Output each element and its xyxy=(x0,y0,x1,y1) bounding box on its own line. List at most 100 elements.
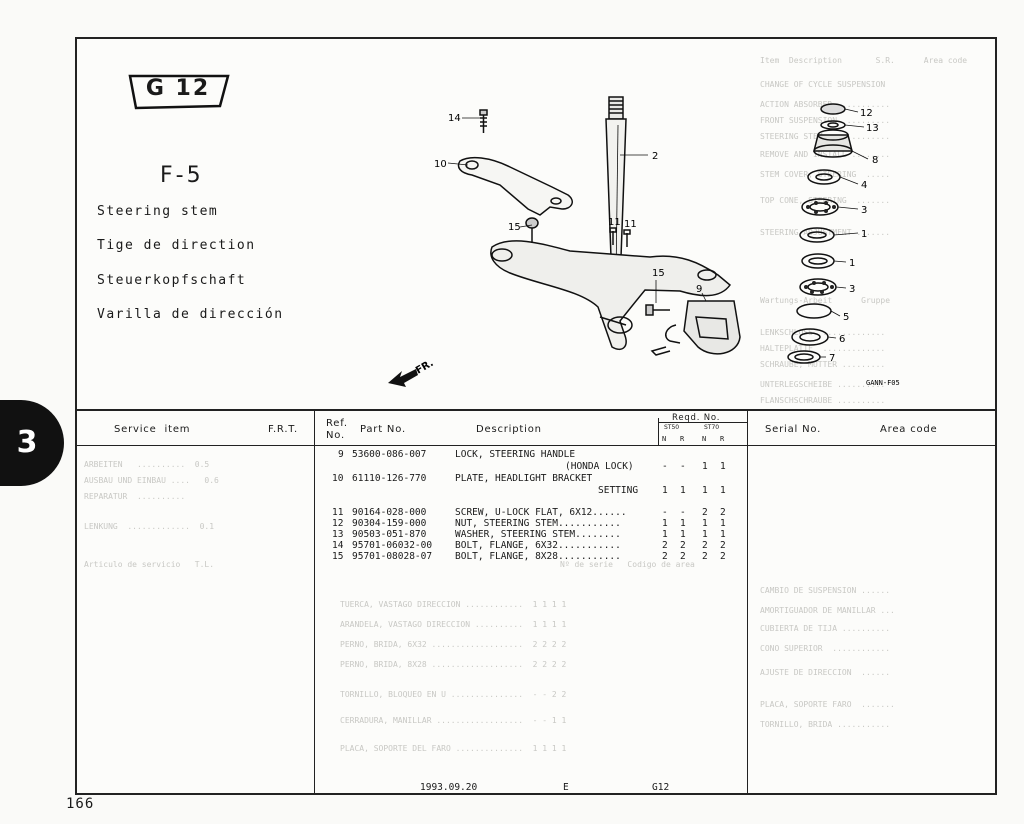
callout-9: 9 xyxy=(696,284,702,295)
qty-cell: 1 xyxy=(702,461,708,472)
qty-cell: - xyxy=(662,461,668,472)
part-no-cell: 61110-126-770 xyxy=(352,473,427,484)
callout-7: 7 xyxy=(829,353,835,364)
figure-code: GANN-F0500 xyxy=(866,379,900,387)
reqd-col-3: N xyxy=(702,435,707,443)
callout-5: 5 xyxy=(843,312,849,323)
qty-cell: 2 xyxy=(720,507,726,518)
callout-3-upper: 3 xyxy=(861,205,867,216)
frt-header: F.R.T. xyxy=(268,424,298,435)
front-arrow-icon xyxy=(388,369,418,387)
group-code-badge: G 12 xyxy=(122,72,234,112)
serial-no-header: Serial No. xyxy=(765,424,822,435)
callout-15-lower: 15 xyxy=(652,268,665,279)
part-no-cell: 53600-086-007 xyxy=(352,449,427,460)
reqd-no-header: Reqd. No. xyxy=(672,413,721,423)
table-divider-right xyxy=(747,409,748,795)
section-name-es: Varilla de dirección xyxy=(97,307,284,322)
steering-stem-diagram: FR. 14 10 2 12 13 8 4 3 1 15 11 11 15 9 … xyxy=(388,96,900,387)
callout-6: 6 xyxy=(839,334,845,345)
callout-11-right: 11 xyxy=(624,219,637,230)
qty-cell: 2 xyxy=(662,540,668,551)
ref-cell: 9 xyxy=(338,449,344,460)
qty-cell: 1 xyxy=(680,529,686,540)
section-code: F-5 xyxy=(160,163,204,188)
qty-cell: 1 xyxy=(720,529,726,540)
qty-cell: 1 xyxy=(680,518,686,529)
part-no-cell: 95701-08028-07 xyxy=(352,551,433,562)
qty-cell: - xyxy=(680,461,686,472)
qty-cell: 2 xyxy=(702,551,708,562)
callout-14: 14 xyxy=(448,113,461,124)
qty-cell: 1 xyxy=(662,485,668,496)
reqd-divider xyxy=(658,418,659,446)
footer-group: G12 xyxy=(652,782,670,793)
ref-cell: 12 xyxy=(332,518,344,529)
section-name-en: Steering stem xyxy=(97,204,219,219)
qty-cell: 2 xyxy=(720,540,726,551)
ref-cell: 14 xyxy=(332,540,344,551)
qty-cell: 2 xyxy=(662,551,668,562)
qty-cell: 1 xyxy=(702,529,708,540)
service-item-header: Service item xyxy=(114,424,191,435)
description-note-cell: SETTING xyxy=(598,485,639,496)
qty-cell: 1 xyxy=(662,529,668,540)
table-divider-left xyxy=(314,409,315,795)
callout-13: 13 xyxy=(866,123,879,134)
description-cell: LOCK, STEERING HANDLE xyxy=(455,449,576,460)
qty-cell: 2 xyxy=(702,540,708,551)
description-cell: WASHER, STEERING STEM........ xyxy=(455,529,621,540)
qty-cell: 1 xyxy=(720,518,726,529)
page-number: 166 xyxy=(66,796,95,812)
reqd-header-rule xyxy=(658,422,748,423)
qty-cell: 1 xyxy=(680,485,686,496)
ref-no-header: Ref. No. xyxy=(326,418,348,441)
description-cell: NUT, STEERING STEM........... xyxy=(455,518,621,529)
callout-1-lower: 1 xyxy=(849,258,855,269)
qty-cell: 2 xyxy=(720,551,726,562)
reqd-sub-st70: ST70 xyxy=(704,424,720,431)
callout-12: 12 xyxy=(860,108,873,119)
callout-11-left: 11 xyxy=(608,217,621,228)
chapter-tab-number: 3 xyxy=(16,425,38,460)
callout-3-lower: 3 xyxy=(849,284,855,295)
description-cell: BOLT, FLANGE, 8X28........... xyxy=(455,551,621,562)
description-cell: SCREW, U-LOCK FLAT, 6X12...... xyxy=(455,507,627,518)
qty-cell: 1 xyxy=(662,518,668,529)
qty-cell: - xyxy=(680,507,686,518)
ref-cell: 11 xyxy=(332,507,344,518)
ref-cell: 10 xyxy=(332,473,344,484)
footer-edition: E xyxy=(563,782,569,793)
table-header-rule xyxy=(75,445,997,446)
qty-cell: 1 xyxy=(720,485,726,496)
footer-date: 1993.09.20 xyxy=(420,782,478,793)
part-no-header: Part No. xyxy=(360,424,406,435)
callout-1-upper: 1 xyxy=(861,229,867,240)
qty-cell: 1 xyxy=(702,518,708,529)
callout-8: 8 xyxy=(872,155,878,166)
description-cell: BOLT, FLANGE, 6X32........... xyxy=(455,540,621,551)
qty-cell: 2 xyxy=(702,507,708,518)
section-name-fr: Tige de direction xyxy=(97,238,256,253)
group-code: G 12 xyxy=(145,76,211,101)
ref-cell: 13 xyxy=(332,529,344,540)
chapter-tab: 3 xyxy=(0,400,64,486)
reqd-col-4: R xyxy=(720,435,725,443)
description-cell: PLATE, HEADLIGHT BRACKET xyxy=(455,473,593,484)
description-note-cell: (HONDA LOCK) xyxy=(565,461,634,472)
qty-cell: 2 xyxy=(680,540,686,551)
ref-cell: 15 xyxy=(332,551,344,562)
part-no-cell: 90304-159-000 xyxy=(352,518,427,529)
reqd-sub-st50: ST50 xyxy=(664,424,680,431)
part-no-cell: 95701-06032-00 xyxy=(352,540,433,551)
badge-outline-icon xyxy=(128,74,230,110)
callout-4: 4 xyxy=(861,180,867,191)
callout-10: 10 xyxy=(434,159,447,170)
qty-cell: 1 xyxy=(720,461,726,472)
description-header: Description xyxy=(476,424,542,435)
qty-cell: - xyxy=(662,507,668,518)
qty-cell: 1 xyxy=(702,485,708,496)
callout-2: 2 xyxy=(652,151,658,162)
callout-15-upper: 15 xyxy=(508,222,521,233)
qty-cell: 2 xyxy=(680,551,686,562)
